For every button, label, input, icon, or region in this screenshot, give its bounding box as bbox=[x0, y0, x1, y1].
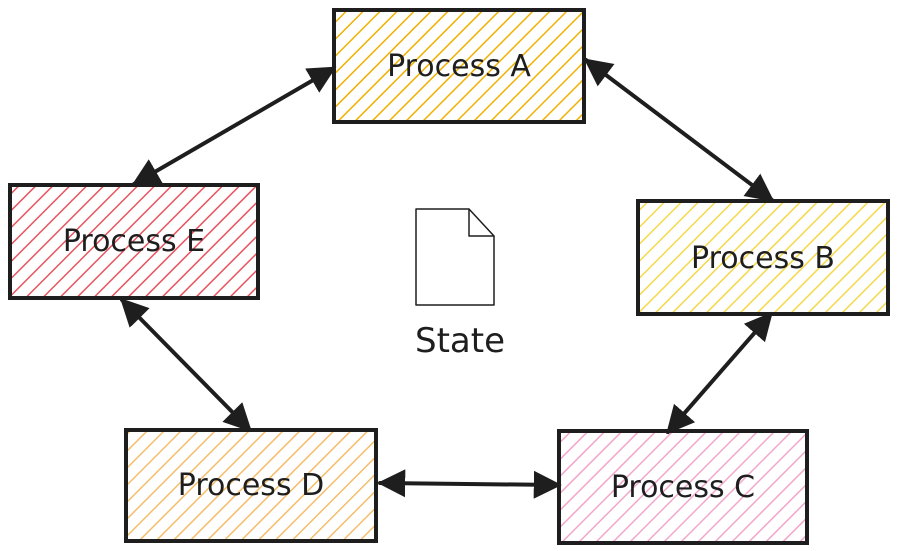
edge-a-e bbox=[131, 66, 337, 186]
node-process-e[interactable]: Process E bbox=[8, 183, 260, 300]
node-process-a[interactable]: Process A bbox=[332, 8, 586, 124]
node-process-c-box bbox=[557, 429, 809, 545]
document-icon bbox=[415, 208, 495, 306]
node-process-e-label: Process E bbox=[63, 224, 205, 259]
node-process-b-box bbox=[636, 199, 890, 316]
node-process-a-box bbox=[332, 8, 586, 124]
node-process-b[interactable]: Process B bbox=[636, 199, 890, 316]
node-process-b-label: Process B bbox=[691, 241, 835, 276]
document-fold-icon bbox=[468, 209, 494, 237]
edge-a-b bbox=[583, 58, 775, 202]
node-process-c[interactable]: Process C bbox=[557, 429, 809, 545]
connectors bbox=[120, 58, 775, 499]
node-process-c-label: Process C bbox=[611, 470, 755, 505]
node-process-a-label: Process A bbox=[387, 49, 531, 84]
node-process-d[interactable]: Process D bbox=[124, 428, 378, 543]
edge-c-d bbox=[377, 469, 562, 499]
node-process-d-label: Process D bbox=[178, 468, 324, 503]
node-process-d-box bbox=[124, 428, 378, 543]
edge-b-c bbox=[666, 311, 773, 435]
edge-d-e bbox=[120, 298, 252, 432]
state-center: State bbox=[415, 208, 505, 361]
state-label: State bbox=[415, 321, 505, 361]
node-process-e-box bbox=[8, 183, 260, 300]
